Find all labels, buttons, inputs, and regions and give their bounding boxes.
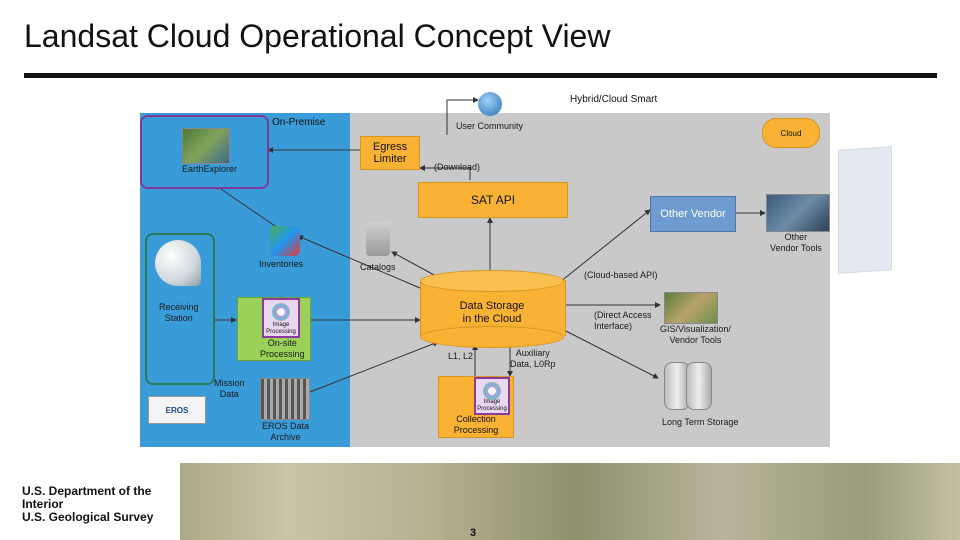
sat-api-box: SAT API	[418, 182, 568, 218]
egress-limiter-box: Egress Limiter	[360, 136, 420, 170]
download-label: (Download)	[434, 162, 481, 172]
footer-agency-text: U.S. Department of the Interior U.S. Geo…	[22, 485, 153, 524]
satellite-dish-icon	[155, 240, 201, 286]
earth-explorer-label: EarthExplorer	[182, 164, 238, 174]
footer-left-panel	[0, 463, 180, 540]
ds-line-2: in the Cloud	[462, 313, 522, 325]
long-term-storage-label: Long Term Storage	[662, 417, 739, 427]
collection-processing-label: Collection Processing	[454, 414, 499, 437]
collection-image-processing-icon: Image Processing	[474, 377, 510, 415]
egress-line-1: Egress	[372, 141, 408, 153]
catalogs-label: Catalogs	[360, 262, 396, 272]
other-vendor-box: Other Vendor	[650, 196, 736, 232]
rs-line-1: Receiving	[159, 302, 199, 312]
eros-logo: EROS	[148, 396, 206, 424]
title-rule	[24, 73, 937, 78]
aux-line-1: Auxiliary	[515, 348, 550, 358]
aux-line-2: Data, L0Rp	[510, 359, 556, 369]
ovt-line-1: Other	[784, 232, 808, 242]
eros-logo-text: EROS	[165, 405, 189, 415]
footer-line-2: Interior	[22, 497, 64, 511]
collection-proc-label: Image Processing	[477, 399, 507, 413]
col-proc-line-2: Processing	[477, 406, 507, 412]
eros-archive-image	[260, 378, 310, 420]
on-premise-label: On-Premise	[272, 117, 326, 128]
onsite-proc-label: Image Processing	[266, 322, 296, 336]
onsite-proc-line-1: Image	[272, 322, 290, 328]
cp-line-2: Processing	[453, 425, 499, 435]
mission-data-label: Mission Data	[214, 378, 245, 400]
auxiliary-label: Auxiliary Data, L0Rp	[510, 348, 556, 370]
footer-imagery: U.S. Department of the Interior U.S. Geo…	[0, 463, 960, 540]
da-line-1: (Direct Access	[594, 310, 652, 320]
inventories-icon	[270, 226, 300, 256]
inventories-label: Inventories	[259, 259, 304, 269]
line-storage-vendor	[559, 209, 651, 283]
md-line-2: Data	[219, 389, 239, 399]
ovt-line-2: Vendor Tools	[770, 243, 822, 253]
gis-line-2: Vendor Tools	[669, 335, 722, 345]
osp-line-2: Processing	[260, 349, 305, 359]
user-community-label: User Community	[456, 121, 524, 131]
osp-line-1: On-site	[267, 338, 297, 348]
footer-line-1: U.S. Department of the	[22, 484, 152, 498]
onsite-proc-circle	[272, 303, 290, 321]
cloud-api-label: (Cloud-based API)	[584, 270, 658, 280]
collection-proc-circle	[483, 382, 501, 400]
other-vendor-tools-label: Other Vendor Tools	[770, 232, 822, 254]
hybrid-cloud-label: Hybrid/Cloud Smart	[570, 94, 658, 105]
eros-archive-label: EROS Data Archive	[262, 421, 309, 443]
cylinder-bottom	[420, 326, 564, 348]
cloud-badge: Cloud	[762, 118, 820, 148]
data-storage-label: Data Storage in the Cloud	[420, 300, 564, 326]
cylinder-top	[420, 270, 564, 292]
catalogs-icon	[366, 222, 390, 256]
page-number: 3	[470, 527, 477, 539]
earth-explorer-screenshot	[182, 128, 230, 164]
slide-title: Landsat Cloud Operational Concept View	[24, 18, 611, 54]
gis-tools-image	[664, 292, 718, 324]
ea-line-1: EROS Data	[262, 421, 310, 431]
rs-line-2: Station	[164, 313, 193, 323]
receiving-station-label: Receiving Station	[159, 302, 199, 324]
line-satapi-egress	[419, 165, 471, 180]
line-storage-catalogs	[391, 251, 437, 277]
line-inventories-earthexplorer	[214, 184, 279, 229]
line-storage-inventories	[297, 235, 421, 289]
ea-line-2: Archive	[270, 432, 301, 442]
cp-line-1: Collection	[456, 414, 496, 424]
data-storage-cylinder: Data Storage in the Cloud	[420, 270, 566, 348]
ds-line-1: Data Storage	[459, 300, 525, 312]
vendor-tools-image	[766, 194, 830, 232]
egress-line-2: Limiter	[373, 153, 407, 165]
onsite-image-processing-icon: Image Processing	[262, 298, 300, 338]
onsite-proc-line-2: Processing	[266, 329, 296, 335]
md-line-1: Mission	[214, 378, 245, 388]
line-storage-longterm	[559, 327, 659, 379]
line-archive-storage	[309, 341, 439, 393]
gis-line-1: GIS/Visualization/	[660, 324, 731, 334]
footer-line-3: U.S. Geological Survey	[22, 510, 154, 524]
onsite-processing-label: On-site Processing	[260, 338, 305, 360]
direct-access-label: (Direct Access Interface)	[594, 310, 652, 332]
gis-label: GIS/Visualization/ Vendor Tools	[660, 324, 731, 346]
col-proc-line-1: Image	[483, 399, 501, 405]
line-egress-user	[446, 97, 479, 135]
da-line-2: Interface)	[594, 321, 633, 331]
long-term-storage-icon	[660, 358, 714, 412]
globe-icon	[478, 92, 502, 116]
l1l2-label: L1, L2	[448, 351, 474, 361]
